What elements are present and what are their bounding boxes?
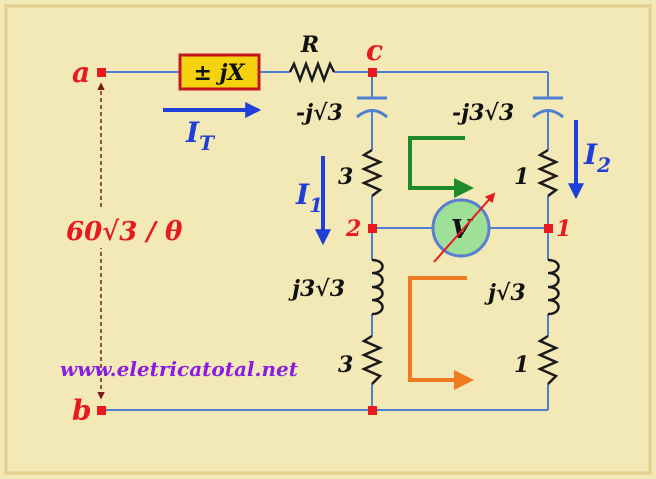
reactance-source-label: ± jX — [193, 60, 245, 86]
capacitor-left — [356, 96, 388, 119]
source-voltage-label: 60√3 / θ — [66, 217, 183, 247]
inductor-right — [547, 258, 560, 316]
current_1-subscript: 1 — [309, 193, 323, 217]
loop-arrow-orange — [408, 276, 474, 390]
resistor-right-bottom — [536, 334, 560, 385]
node-bottom-left — [368, 406, 377, 415]
resistor-right-top-label: 1 — [514, 164, 529, 190]
loop-arrow-green — [408, 136, 474, 198]
wires — [102, 71, 549, 411]
reactance-source-box — [178, 53, 261, 91]
svg-text:I1: I1 — [295, 178, 323, 217]
inductor-right-label: j√3 — [484, 280, 526, 306]
inductor-left — [371, 258, 384, 316]
node-b-label: b — [72, 394, 92, 427]
capacitor-left-label: -j√3 — [296, 100, 343, 126]
current_1-main: I — [295, 178, 310, 211]
capacitor-right-label: -j3√3 — [452, 100, 514, 126]
resistor-R — [288, 60, 336, 84]
current-IT-label: IT — [185, 116, 216, 155]
node-c — [368, 68, 377, 77]
node-a-label: a — [72, 56, 90, 89]
node-c-label: c — [366, 34, 383, 67]
frame-border — [4, 4, 652, 475]
current_2-main: I — [583, 138, 598, 171]
svg-text:IT: IT — [185, 116, 216, 155]
source-voltage-label-bg — [62, 208, 214, 248]
node-1 — [544, 224, 553, 233]
resistor-left-top — [360, 148, 384, 197]
current_total-main: I — [185, 116, 200, 149]
resistor-right-top — [536, 148, 560, 197]
voltmeter-arrow — [433, 192, 496, 263]
current-I1-label: I1 — [295, 178, 323, 217]
node-a — [97, 68, 106, 77]
resistor-left-top-label: 3 — [338, 164, 353, 190]
resistor-left-bottom-label: 3 — [338, 352, 353, 378]
current_2-subscript: 2 — [596, 153, 611, 177]
current-I2-label: I2 — [583, 138, 611, 177]
capacitor-right — [532, 96, 564, 119]
svg-text:I2: I2 — [583, 138, 611, 177]
node-b — [97, 406, 106, 415]
node-1-label: 1 — [556, 216, 571, 242]
current_total-subscript: T — [199, 131, 216, 155]
resistor-left-bottom — [360, 334, 384, 385]
resistor-right-bottom-label: 1 — [514, 352, 529, 378]
node-2 — [368, 224, 377, 233]
node-2-label: 2 — [345, 216, 361, 242]
resistor-R-label: R — [300, 32, 319, 58]
website-url: www.eletricatotal.net — [60, 357, 299, 381]
inductor-left-label: j3√3 — [288, 276, 345, 302]
voltmeter — [431, 198, 491, 258]
